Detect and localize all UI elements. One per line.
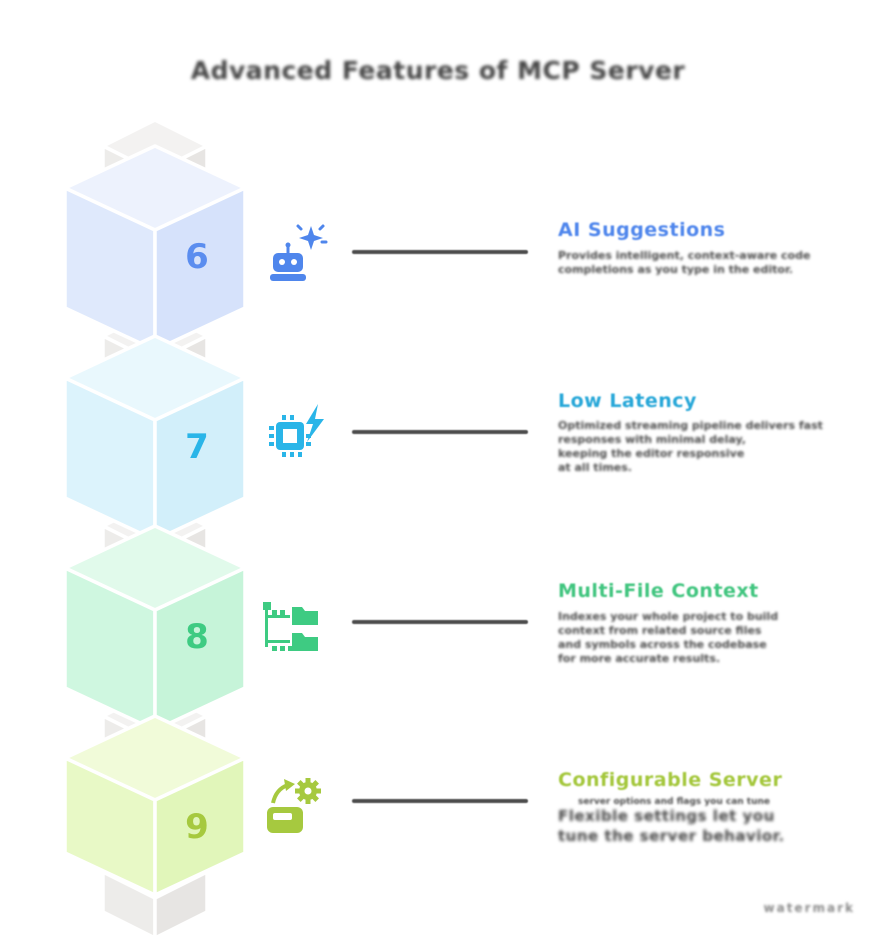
cube-9 — [63, 714, 247, 897]
section-heading-configurable-server: Configurable Server — [558, 769, 783, 791]
body-line: context from related source files — [558, 624, 762, 637]
connector-line — [352, 250, 528, 254]
body-line: Provides intelligent, context-aware code — [558, 249, 811, 262]
connector-line — [352, 799, 528, 803]
body-line: completions as you type in the editor. — [558, 263, 793, 276]
body-line: and symbols across the codebase — [558, 638, 767, 651]
cube-number-6: 6 — [185, 237, 209, 277]
chip-lightning-icon — [266, 402, 328, 468]
connector-line — [352, 620, 528, 624]
body-line-small: server options and flags you can tune — [578, 797, 771, 807]
gear-server-icon — [264, 776, 326, 842]
body-line: at all times. — [558, 461, 632, 474]
body-line: responses with minimal delay, — [558, 433, 746, 446]
body-line: Indexes your whole project to build — [558, 610, 779, 623]
body-line-big: Flexible settings let you — [558, 807, 775, 825]
cube-7 — [63, 334, 247, 542]
cube-6 — [63, 144, 247, 352]
page-title: Advanced Features of MCP Server — [190, 56, 686, 85]
body-line: keeping the editor responsive — [558, 447, 745, 460]
cube-number-7: 7 — [185, 427, 209, 467]
section-heading-low-latency: Low Latency — [558, 390, 697, 412]
robot-sparkle-icon — [268, 222, 330, 288]
body-line-big: tune the server behavior. — [558, 827, 785, 845]
cube-number-9: 9 — [185, 807, 209, 847]
section-heading-ai-suggestions: AI Suggestions — [558, 219, 726, 241]
connector-line — [352, 430, 528, 434]
section-heading-multi-file-context: Multi-File Context — [558, 580, 759, 602]
folder-tree-icon — [260, 597, 326, 667]
cube-8 — [63, 524, 247, 732]
watermark: watermark — [763, 901, 855, 915]
body-line: for more accurate results. — [558, 652, 721, 665]
body-line: Optimized streaming pipeline delivers fa… — [558, 419, 823, 432]
cube-number-8: 8 — [185, 617, 209, 657]
